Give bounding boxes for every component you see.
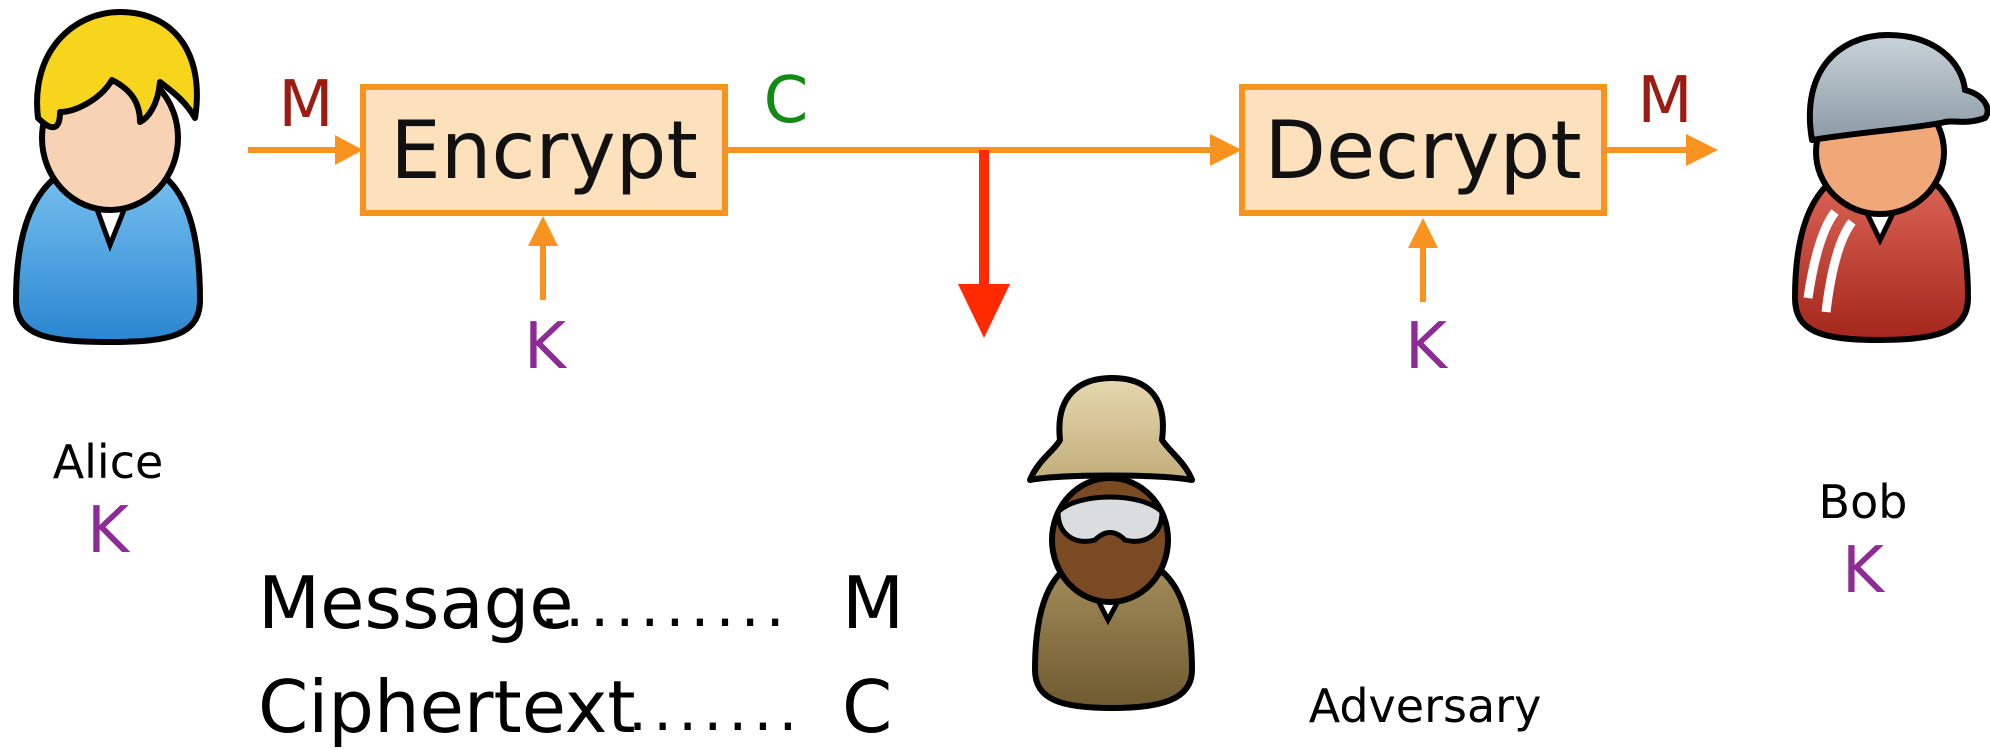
- adversary-person-icon: [1027, 375, 1196, 712]
- legend-message-symbol: M: [842, 561, 904, 645]
- legend-ciphertext-label: Ciphertext: [258, 665, 636, 749]
- key-decrypt-label: K: [1405, 310, 1449, 384]
- legend: Message .......... M Ciphertext ....... …: [258, 561, 904, 749]
- adversary-name: Adversary: [1309, 679, 1542, 733]
- bob-name: Bob: [1819, 475, 1908, 529]
- message-in-label: M: [278, 68, 333, 142]
- key-encrypt-label: K: [524, 310, 568, 384]
- key-encrypt-arrowhead: [528, 216, 558, 246]
- ciphertext-arrowhead: [1210, 134, 1242, 166]
- bob-person-icon: [1791, 32, 1990, 344]
- alice-name: Alice: [53, 435, 164, 489]
- legend-ciphertext-symbol: C: [842, 665, 892, 749]
- legend-message-dots: ..........: [540, 571, 791, 641]
- decrypt-box: Decrypt: [1239, 84, 1607, 216]
- decrypt-label: Decrypt: [1264, 104, 1581, 197]
- legend-message-label: Message: [258, 561, 574, 645]
- encrypt-label: Encrypt: [390, 104, 698, 197]
- encrypt-box: Encrypt: [360, 84, 728, 216]
- key-decrypt-arrowhead: [1408, 218, 1438, 248]
- message-out-label: M: [1637, 64, 1692, 138]
- alice-key: K: [87, 494, 131, 568]
- message-in-arrowhead: [335, 135, 363, 165]
- alice-person-icon: [12, 9, 204, 346]
- intercept-arrowhead: [958, 284, 1010, 338]
- flow-arrows: [248, 134, 1718, 338]
- ciphertext-label: C: [764, 64, 809, 138]
- legend-ciphertext-dots: .......: [628, 675, 804, 745]
- message-out-arrowhead: [1686, 134, 1718, 166]
- bob-key: K: [1842, 534, 1886, 608]
